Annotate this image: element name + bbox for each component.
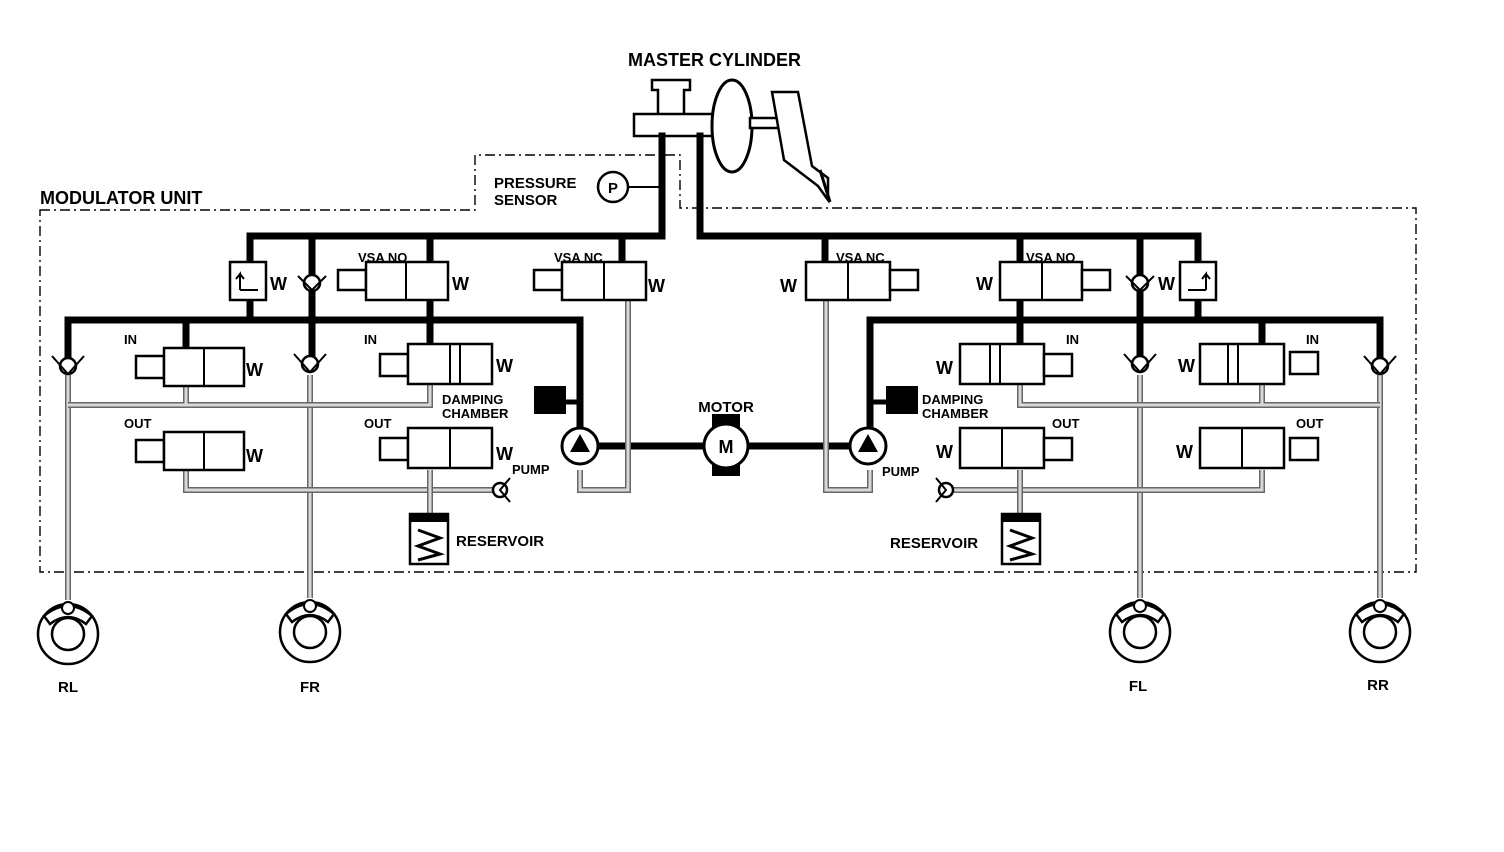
wheel-label-rr: RR bbox=[1367, 677, 1389, 694]
motor: M MOTOR bbox=[698, 399, 754, 476]
right-pump: PUMP bbox=[848, 426, 920, 479]
left-vsa-no-valve: VSA NO W bbox=[336, 250, 469, 302]
right-check-valve-top bbox=[1125, 273, 1155, 293]
right-vsa-no-valve: VSA NO W bbox=[976, 250, 1112, 302]
in-label-fl: IN bbox=[1066, 332, 1079, 347]
right-vsa-nc-valve: VSA NC W bbox=[780, 250, 920, 302]
right-reservoir: RESERVOIR bbox=[890, 512, 1042, 566]
left-relief-valve: W bbox=[228, 260, 287, 302]
right-damping-chamber: DAMPING CHAMBER bbox=[870, 386, 989, 421]
wheel-rr: RR bbox=[1348, 599, 1412, 694]
spring-symbol: W bbox=[246, 360, 263, 380]
right-relief-valve: W bbox=[1158, 260, 1218, 302]
pressure-sensor: P bbox=[596, 170, 662, 204]
spring-symbol: W bbox=[936, 442, 953, 462]
out-label-rl: OUT bbox=[124, 416, 152, 431]
in-label-rr: IN bbox=[1306, 332, 1319, 347]
spring-symbol: W bbox=[648, 276, 665, 296]
pump-label-left: PUMP bbox=[512, 462, 550, 477]
wheel-label-fl: FL bbox=[1129, 678, 1147, 695]
master-cylinder-label: MASTER CYLINDER bbox=[628, 50, 801, 70]
rr-inlet-valve: IN W bbox=[1178, 332, 1320, 386]
left-return-check-valve bbox=[491, 477, 511, 503]
wheel-fr: FR bbox=[278, 599, 342, 696]
fl-inlet-valve: IN W bbox=[936, 332, 1079, 386]
rr-outlet-valve: OUT W bbox=[1176, 416, 1324, 470]
pump-label-right: PUMP bbox=[882, 464, 920, 479]
motor-symbol: M bbox=[719, 437, 734, 457]
out-label-fr: OUT bbox=[364, 416, 392, 431]
reservoir-label-left: RESERVOIR bbox=[456, 533, 544, 550]
fr-check-valve bbox=[293, 353, 327, 374]
spring-symbol: W bbox=[1178, 356, 1195, 376]
fl-outlet-valve: OUT W bbox=[936, 416, 1080, 470]
rl-check-valve bbox=[51, 355, 85, 376]
left-reservoir: RESERVOIR bbox=[408, 512, 544, 566]
spring-symbol: W bbox=[780, 276, 797, 296]
spring-symbol: W bbox=[496, 356, 513, 376]
damping-label-right-1: DAMPING bbox=[922, 392, 983, 407]
wheel-fl: FL bbox=[1108, 599, 1172, 695]
modulator-unit-boundary bbox=[39, 154, 1417, 573]
master-cylinder bbox=[632, 78, 832, 204]
out-label-rr: OUT bbox=[1296, 416, 1324, 431]
out-label-fl: OUT bbox=[1052, 416, 1080, 431]
wheel-rl: RL bbox=[36, 601, 100, 696]
high-pressure-lines bbox=[64, 132, 1384, 450]
in-label-rl: IN bbox=[124, 332, 137, 347]
pressure-sensor-label-2: SENSOR bbox=[494, 192, 558, 209]
pressure-sensor-label-1: PRESSURE bbox=[494, 175, 577, 192]
fr-outlet-valve: OUT W bbox=[364, 416, 513, 470]
damping-label-left-2: CHAMBER bbox=[442, 406, 509, 421]
left-vsa-nc-valve: VSA NC W bbox=[532, 250, 665, 302]
in-label-fr: IN bbox=[364, 332, 377, 347]
right-return-check-valve bbox=[935, 477, 955, 503]
spring-symbol: W bbox=[976, 274, 993, 294]
wheel-label-rl: RL bbox=[58, 679, 78, 696]
spring-symbol: W bbox=[936, 358, 953, 378]
spring-symbol: W bbox=[246, 446, 263, 466]
fr-inlet-valve: IN W bbox=[364, 332, 513, 386]
wheel-label-fr: FR bbox=[300, 679, 320, 696]
spring-symbol: W bbox=[270, 274, 287, 294]
damping-label-left-1: DAMPING bbox=[442, 392, 503, 407]
rl-outlet-valve: OUT W bbox=[124, 416, 263, 472]
motor-label: MOTOR bbox=[698, 399, 754, 416]
spring-symbol: W bbox=[496, 444, 513, 464]
left-pump: PUMP bbox=[512, 426, 600, 477]
left-damping-chamber: DAMPING CHAMBER bbox=[442, 386, 580, 421]
damping-label-right-2: CHAMBER bbox=[922, 406, 989, 421]
spring-symbol: W bbox=[452, 274, 469, 294]
spring-symbol: W bbox=[1176, 442, 1193, 462]
fl-check-valve bbox=[1123, 353, 1157, 374]
rl-inlet-valve: IN W bbox=[124, 332, 263, 388]
reservoir-label-right: RESERVOIR bbox=[890, 535, 978, 552]
modulator-unit-label: MODULATOR UNIT bbox=[40, 188, 202, 208]
spring-symbol: W bbox=[1158, 274, 1175, 294]
return-lines bbox=[65, 300, 1383, 600]
left-check-valve-top bbox=[297, 273, 327, 293]
pressure-symbol: P bbox=[608, 180, 618, 197]
rr-check-valve bbox=[1363, 355, 1397, 376]
